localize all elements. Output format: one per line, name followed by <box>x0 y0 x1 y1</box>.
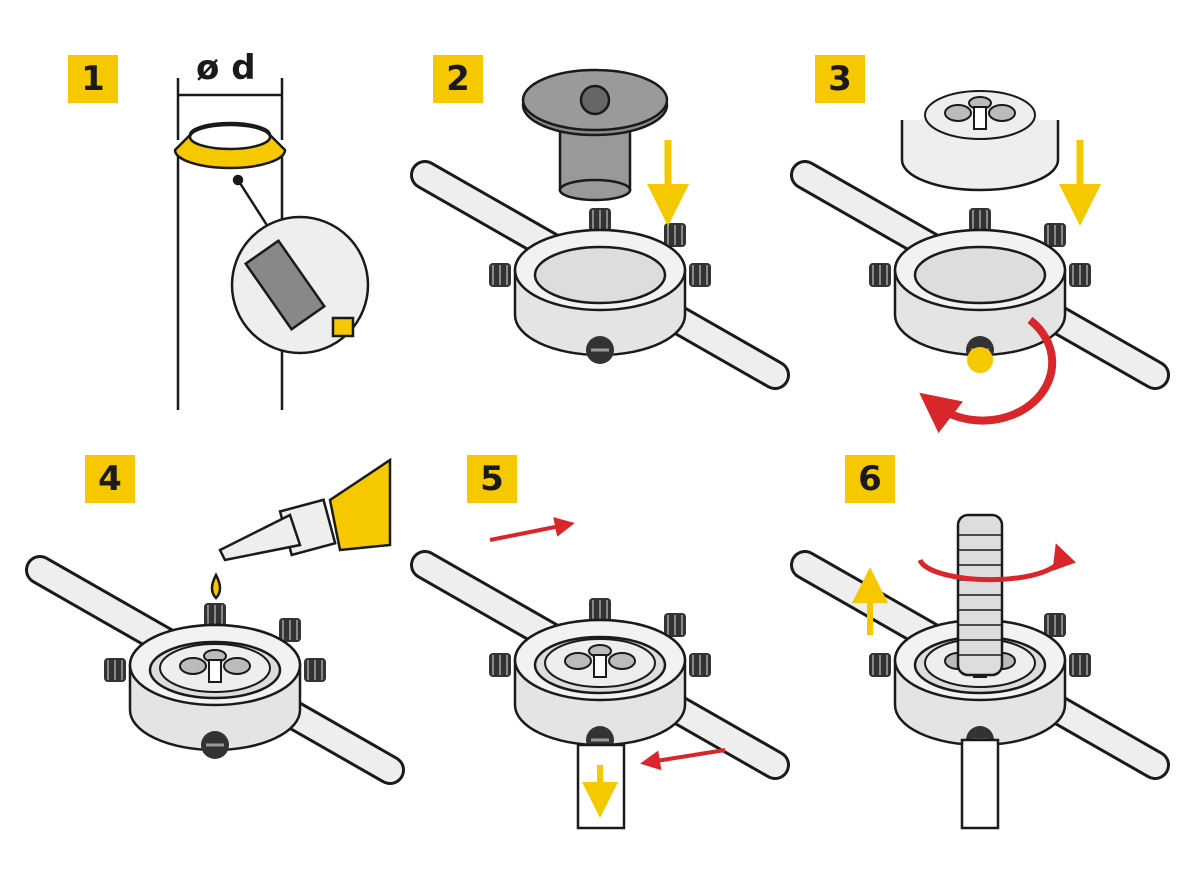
arrow-left-icon <box>640 748 726 771</box>
step-number-6: 6 <box>845 455 895 503</box>
step-number-1: 1 <box>68 55 118 103</box>
step-2-guide <box>521 68 669 202</box>
rotate-arrow-icon <box>917 543 1076 583</box>
arrow-right-icon <box>489 517 575 542</box>
rotate-arrow-icon <box>919 316 1057 434</box>
step-number-3: 3 <box>815 55 865 103</box>
step-number-2: 2 <box>433 55 483 103</box>
diameter-label: ø d <box>196 48 256 88</box>
step-number-5: 5 <box>467 455 517 503</box>
step-3-die-stock <box>805 175 1155 375</box>
threaded-rod <box>956 513 1004 830</box>
step-2-die-stock <box>425 175 775 375</box>
oil-bottle <box>210 457 392 600</box>
step-number-4: 4 <box>85 455 135 503</box>
step-5-die <box>544 638 656 688</box>
yellow-screw <box>967 347 993 373</box>
step-3-die <box>900 89 1060 192</box>
step-1-rod <box>173 78 370 410</box>
step-4-die <box>159 643 271 693</box>
